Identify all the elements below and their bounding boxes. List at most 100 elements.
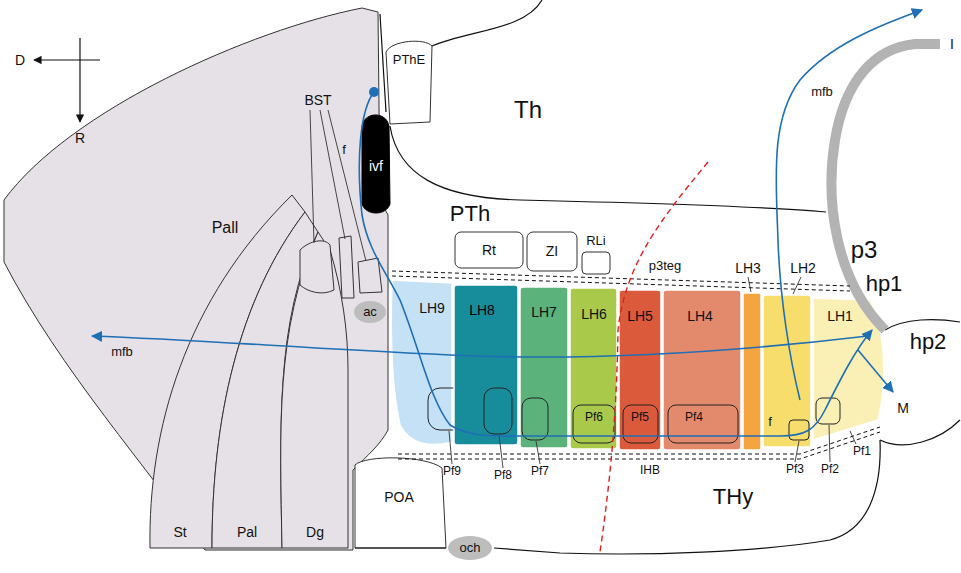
perifornical-box [789,420,809,440]
perifornical-box [484,388,512,434]
node-label: LH3 [735,260,761,276]
node-label: LH6 [581,306,607,322]
node-shape [522,398,548,440]
perifornical-box [623,405,658,443]
lateral-band [763,295,811,447]
node-shape [789,420,809,440]
node-label: St [173,524,186,540]
lateral-band [813,298,884,440]
region-label: THy [713,484,753,509]
nucleus-box [582,252,610,274]
boundary-line [885,320,960,330]
tract-label: f [768,415,772,430]
node-shape [816,398,840,424]
structure-label: Pf1 [853,445,871,459]
diagonal-band [281,232,348,548]
node-shape [582,252,610,274]
lateral-band: LH8Pf8 [454,285,518,445]
node-label: LH1 [827,308,853,324]
pallium-region [4,8,388,550]
node-label: Pf7 [531,465,549,479]
perifornical-box: Pf2 [816,398,840,424]
chiasm-ellipse [448,536,492,560]
nucleus-box: RLi [582,252,610,274]
node-label: Pf8 [494,469,512,483]
node-shape [272,228,352,550]
tract-label: mfb [111,345,133,360]
lateral-band [743,293,761,450]
nucleus-box: Rt [455,232,523,268]
structure-label: M [897,400,909,416]
ventricle-label: I [950,36,954,52]
node-label: ivf [369,158,383,174]
node-label: LH8 [469,302,495,318]
node-label: Pf5 [631,411,649,425]
lateral-band [520,287,568,448]
node-shape [384,38,434,126]
region-label: p3 [851,236,878,264]
preoptic-region: POA [353,454,448,550]
ventricle-wall [380,14,386,112]
node-label: Pf2 [821,463,839,477]
perifornical-box: Pf3 [789,420,809,440]
perifornical-box: Pf8 [484,388,512,434]
region-label: PTh [450,201,490,226]
boundary-line [390,126,826,212]
ventricle-band [832,44,940,330]
lateral-band: LH5Pf5 [619,290,661,450]
tract-label: f [342,143,346,158]
axis-label: R [75,130,85,146]
leader-line [748,277,751,292]
perifornical-box: Pf7 [522,398,548,440]
nucleus-box: ZI [527,232,577,271]
foramen-shape: ivf [360,110,392,216]
tract-label: mfb [811,85,833,100]
nucleus-box [455,232,523,268]
commissure-ellipse: ac [354,301,386,323]
chiasm-ellipse: och [448,536,492,560]
node-label: ZI [546,243,558,259]
leader-line [793,277,801,294]
lateral-band: LH1Pf2 [811,296,890,442]
commissure-ellipse [354,301,386,323]
node-label: RLi [586,234,606,249]
region-label: hp2 [910,329,947,354]
node-label: Pf3 [786,463,804,477]
nucleus-box [527,232,577,271]
perifornical-box: Pf4 [668,405,738,443]
node-label: PThE [393,53,426,68]
lateral-band: LH4Pf4 [663,290,741,450]
lateral-band [570,288,617,449]
diagonal-band: Dg [272,228,352,550]
region-label: Th [514,96,542,124]
node-label: Pf9 [443,465,461,479]
node-shape [484,388,512,434]
node-label: LH7 [531,304,557,320]
lateral-band: LH9Pf9 [389,278,454,448]
dashed-boundary [392,271,850,286]
lateral-band [619,290,661,450]
node-label: Pall [212,219,239,237]
node-shape [668,405,738,443]
foramen-shape [362,115,390,213]
axis-arrow [34,59,100,60]
eminence-region: PThE [384,38,434,126]
node-label: Rt [482,242,496,258]
perifornical-box: Pf6 [573,405,615,443]
node-shape [743,293,761,450]
perifornical-box [573,405,615,443]
lateral-band: LH3 [743,293,761,450]
region-label: hp1 [866,271,903,296]
perifornical-box [668,405,738,443]
node-label: ac [363,305,377,320]
node-label: Pf4 [685,411,703,425]
lateral-band: LH7Pf7 [520,287,568,448]
structure-label: IHB [640,464,660,478]
node-label: Dg [306,524,324,540]
axis-label: D [15,52,25,68]
pallium-region: PallStPalDgac [0,0,395,552]
node-label: LH4 [687,308,713,324]
perifornical-box: Pf5 [623,405,658,443]
structure-label: BST [304,92,331,108]
node-label: LH2 [790,260,816,276]
